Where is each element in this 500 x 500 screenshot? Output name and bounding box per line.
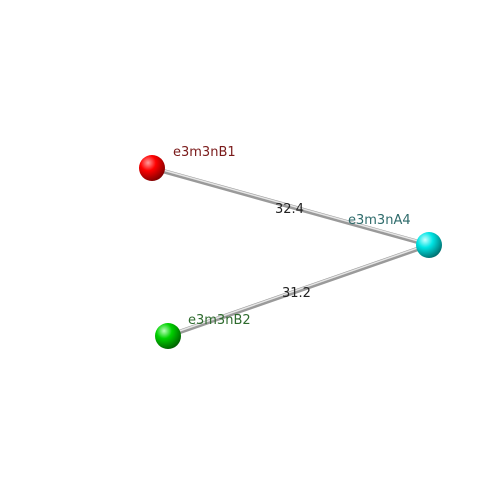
edge-label-b1-a4: 32.4	[275, 202, 304, 217]
edge-label-b2-a4: 31.2	[282, 286, 311, 301]
edge-b1-a4	[149, 165, 432, 248]
node-label-e3m3nB1: e3m3nB1	[173, 145, 236, 160]
node-label-e3m3nA4: e3m3nA4	[348, 213, 411, 228]
node-e3m3nA4[interactable]	[416, 232, 442, 258]
node-e3m3nB1[interactable]	[139, 155, 165, 181]
node-e3m3nB2[interactable]	[155, 323, 181, 349]
node-label-e3m3nB2: e3m3nB2	[188, 313, 251, 328]
edge-b2-a4	[165, 242, 432, 339]
